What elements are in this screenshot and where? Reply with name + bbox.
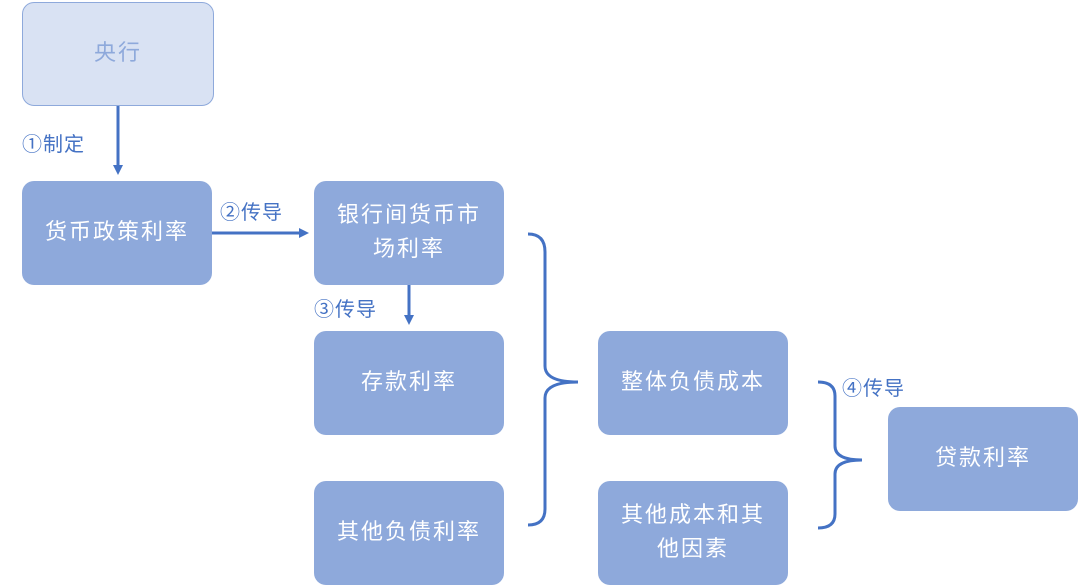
node-deposit-rate-label: 存款利率	[360, 370, 457, 395]
node-other-liability-rate-label: 其他负债利率	[336, 520, 481, 545]
node-loan-rate-label: 贷款利率	[934, 446, 1031, 471]
node-overall-liability-cost-label: 整体负债成本	[620, 370, 765, 395]
brace-liabilities	[527, 232, 579, 527]
edge-label-step4: ④传导	[842, 376, 905, 400]
node-other-liability-rate: 其他负债利率	[314, 481, 504, 585]
node-overall-liability-cost: 整体负债成本	[598, 331, 788, 435]
node-other-costs-label: 其他成本和其他因素	[620, 503, 765, 562]
edge-label-step3: ③传导	[314, 297, 377, 321]
edge-label-step2: ②传导	[220, 200, 283, 224]
node-central-bank: 央行	[22, 2, 214, 106]
node-central-bank-label: 央行	[93, 41, 142, 66]
node-other-costs: 其他成本和其他因素	[598, 481, 788, 585]
edge-label-step1: ①制定	[22, 132, 85, 156]
node-interbank-rate-label: 银行间货币市场利率	[336, 203, 481, 262]
node-deposit-rate: 存款利率	[314, 331, 504, 435]
brace-costs	[817, 380, 863, 530]
node-loan-rate: 贷款利率	[888, 407, 1078, 511]
node-interbank-rate: 银行间货币市场利率	[314, 181, 504, 285]
node-policy-rate-label: 货币政策利率	[44, 220, 189, 245]
node-policy-rate: 货币政策利率	[22, 181, 212, 285]
